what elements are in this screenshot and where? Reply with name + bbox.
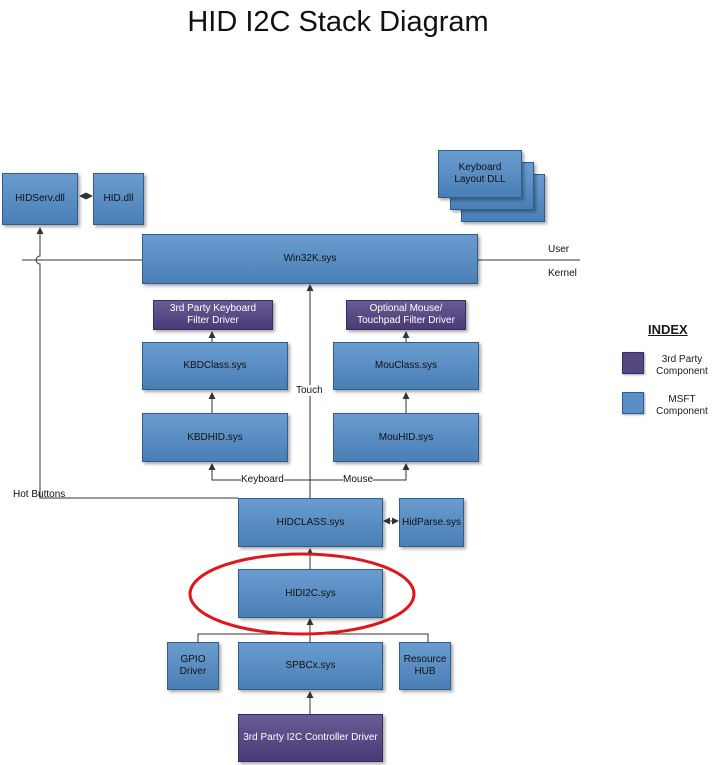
hidi2c-label: HIDI2C.sys (285, 587, 336, 599)
diagram-title: HID I2C Stack Diagram (187, 6, 489, 38)
mouse-path-label: Mouse (343, 474, 374, 485)
hidparse-label: HidParse.sys (402, 516, 461, 528)
third-party-legend-label: 3rd Party Component (656, 354, 708, 377)
third-party-swatch (622, 352, 644, 374)
i2c-controller-driver-box: 3rd Party I2C Controller Driver (238, 714, 383, 762)
touch-label: Touch (296, 385, 323, 396)
mouse-filter-label: Optional Mouse/ Touchpad Filter Driver (357, 303, 455, 326)
mouclass-box: MouClass.sys (333, 342, 479, 390)
highlight-ellipse (188, 552, 416, 636)
mouse-filter-driver-box: Optional Mouse/ Touchpad Filter Driver (346, 300, 466, 330)
keyboard-layout-dll-box: Keyboard Layout DLL (438, 150, 522, 198)
hidclass-label: HIDCLASS.sys (276, 516, 345, 528)
user-mode-label: User (548, 244, 570, 255)
win32k-label: Win32K.sys (283, 253, 337, 264)
hidclass-box: HIDCLASS.sys (238, 498, 383, 547)
msft-swatch (622, 392, 644, 414)
kbdhid-box: KBDHID.sys (142, 413, 288, 462)
mouclass-label: MouClass.sys (374, 360, 438, 371)
mouhid-label: MouHID.sys (378, 431, 434, 443)
spbcx-label: SPBCx.sys (285, 660, 336, 671)
kbdclass-box: KBDClass.sys (142, 342, 288, 390)
hid-dll-box: HID.dll (93, 173, 144, 225)
gpio-driver-box: GPIO Driver (167, 642, 219, 690)
hid-dll-label: HID.dll (103, 193, 134, 204)
msft-legend-label: MSFT Component (656, 394, 708, 417)
win32k-box: Win32K.sys (142, 234, 478, 284)
mouhid-box: MouHID.sys (333, 413, 479, 462)
spbcx-box: SPBCx.sys (238, 642, 383, 690)
hot-buttons-label: Hot Buttons (13, 489, 66, 500)
keyboard-layout-label: Keyboard Layout DLL (454, 162, 506, 185)
resource-hub-box: Resource HUB (399, 642, 451, 690)
index-title: INDEX (648, 322, 688, 337)
hidparse-box: HidParse.sys (399, 498, 464, 547)
kbdhid-label: KBDHID.sys (187, 431, 243, 443)
gpio-label: GPIO Driver (179, 654, 207, 677)
keyboard-filter-label: 3rd Party Keyboard Filter Driver (169, 303, 257, 326)
keyboard-path-label: Keyboard (241, 474, 284, 485)
hidserv-dll-box: HIDServ.dll (2, 173, 78, 225)
keyboard-filter-driver-box: 3rd Party Keyboard Filter Driver (153, 300, 273, 330)
kernel-mode-label: Kernel (548, 268, 577, 279)
resource-hub-label: Resource HUB (403, 654, 447, 677)
hidi2c-box: HIDI2C.sys (238, 569, 383, 618)
i2c-controller-label: 3rd Party I2C Controller Driver (243, 732, 378, 743)
hidserv-label: HIDServ.dll (15, 193, 65, 204)
kbdclass-label: KBDClass.sys (183, 360, 247, 371)
